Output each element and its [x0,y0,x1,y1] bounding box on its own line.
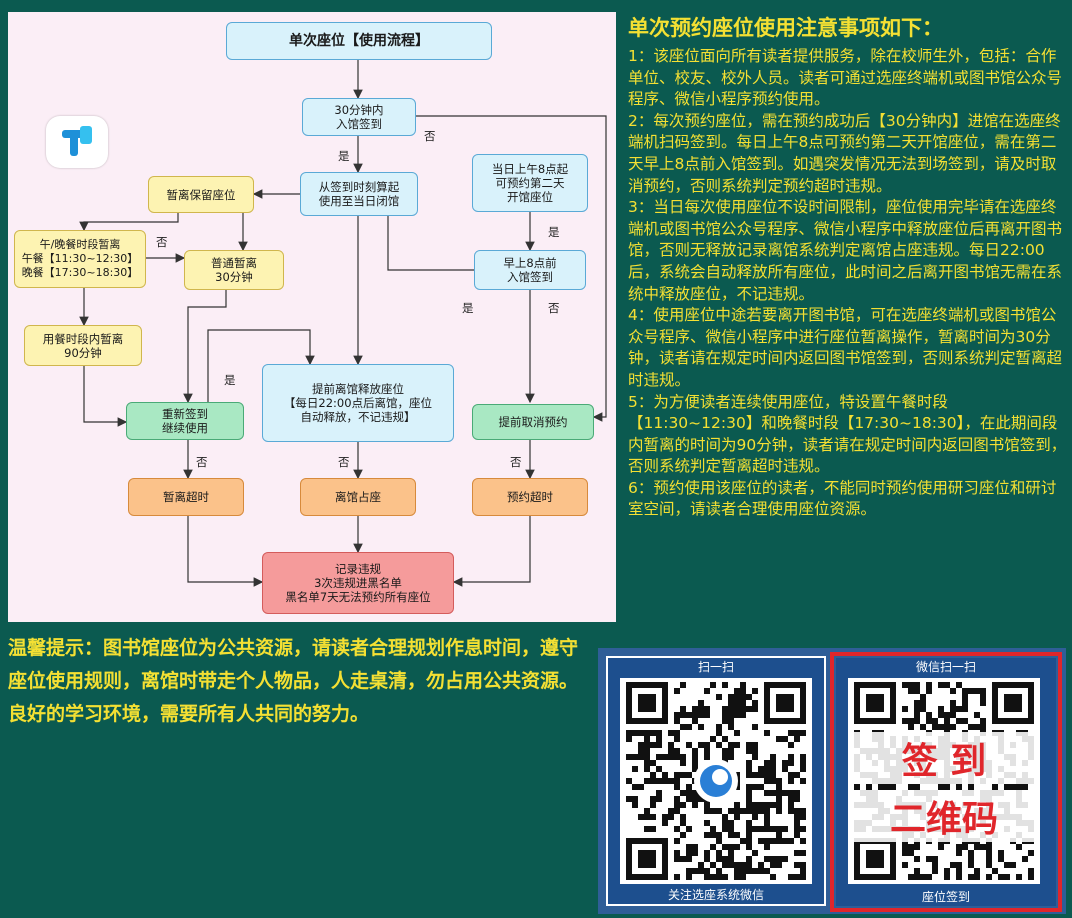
node-meal-90min: 用餐时段内暂离 90分钟 [24,325,142,366]
node-normal-leave: 普通暂离 30分钟 [184,250,284,290]
label-yes-checkin: 是 [338,149,350,163]
flowchart-connectors [79,60,607,587]
note-item: 3：当日每次使用座位不设时间限制，座位使用完毕请在选座终端机或图书馆公众号程序、… [628,198,1063,303]
app-logo-icon [46,116,108,168]
label-no-morning: 否 [548,301,560,315]
qr-checkin-frame: 微信扫一扫 签 到 二维码 座位签到 [830,652,1062,912]
label-no-release: 否 [338,455,350,469]
notes-list: 1：该座位面向所有读者提供服务，除在校师生外，包括：合作单位、校友、校外人员。读… [628,46,1068,521]
label-no-checkin: 否 [424,129,436,143]
label-no-resign: 否 [196,455,208,469]
qr-overlay-line1: 签 到 [848,732,1040,784]
note-item: 5：为方便读者连续使用座位，特设置午餐时段【11:30~12:30】和晚餐时段【… [628,392,1067,476]
label-yes-morning: 是 [462,301,474,315]
node-release-seat: 提前离馆释放座位 【每日22:00点后离馆，座位 自动释放，不记违规】 [262,364,454,442]
label-no-cancel: 否 [510,455,522,469]
node-usage-until-close: 从签到时刻算起 使用至当日闭馆 [300,172,418,216]
qr-overlay-line2: 二维码 [848,790,1040,842]
qr-follow-header: 扫一扫 [697,660,734,674]
qr-card-follow: 扫一扫 关注选座系统微信 [606,656,826,906]
qr-checkin-header: 微信扫一扫 [915,660,976,674]
note-item: 6：预约使用该座位的读者，不能同时预约使用研习座位和研讨室空间，请读者合理使用座… [628,478,1057,519]
qr-code-icon: 签 到 二维码 [848,678,1040,884]
qr-panel: 扫一扫 关注选座系统微信 微信扫一扫 签 到 二维码 座位签到 [598,648,1066,914]
flow-title: 单次座位【使用流程】 [226,22,492,60]
note-item: 4：使用座位中途若要离开图书馆，可在选座终端机或图书馆公众号程序、微信小程序中进… [628,306,1063,389]
notes-title: 单次预约座位使用注意事项如下： [628,16,943,40]
warm-tips: 温馨提示：图书馆座位为公共资源，请读者合理规划作息时间，遵守座位使用规则，离馆时… [8,637,579,725]
node-advance-booking: 当日上午8点起 可预约第二天 开馆座位 [472,154,588,212]
flowchart-panel: 单次座位【使用流程】 30分钟内 入馆签到 从签到时刻算起 使用至当日闭馆 当日… [8,12,616,622]
node-checkin-30min: 30分钟内 入馆签到 [302,98,416,136]
qr-checkin-footer: 座位签到 [921,890,970,904]
node-morning-checkin: 早上8点前 入馆签到 [474,250,586,290]
node-hold-seat: 暂离保留座位 [148,176,254,213]
node-meal-leave: 午/晚餐时段暂离 午餐【11:30~12:30】 晚餐【17:30~18:30】 [14,230,146,288]
node-booking-timeout: 预约超时 [472,478,588,516]
note-item: 1：该座位面向所有读者提供服务，除在校师生外，包括：合作单位、校友、校外人员。读… [628,47,1063,109]
label-no-meal: 否 [156,235,168,249]
node-resign-continue: 重新签到 继续使用 [126,402,244,440]
node-cancel-booking: 提前取消预约 [472,404,594,440]
label-yes-resign: 是 [224,373,236,387]
label-yes-advance: 是 [548,225,560,239]
node-record-violation: 记录违规 3次违规进黑名单 黑名单7天无法预约所有座位 [262,552,454,614]
node-leave-timeout: 暂离超时 [128,478,244,516]
note-item: 2：每次预约座位，需在预约成功后【30分钟内】进馆在选座终端机扫码签到。每日上午… [628,111,1061,195]
qr-follow-footer: 关注选座系统微信 [667,888,764,902]
qr-code-icon [620,678,812,884]
node-occupy-seat: 离馆占座 [300,478,416,516]
qr-card-checkin: 微信扫一扫 签 到 二维码 座位签到 [836,658,1056,906]
